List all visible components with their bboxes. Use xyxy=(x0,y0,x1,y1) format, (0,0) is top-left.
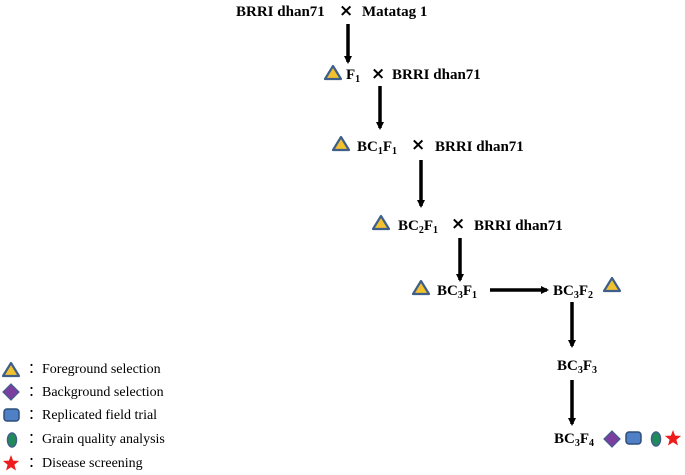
legend-star-icon xyxy=(2,455,20,471)
foreground-triangle-icon xyxy=(331,135,351,152)
foreground-triangle-icon xyxy=(323,64,343,81)
foreground-triangle-icon xyxy=(602,276,622,293)
foreground-triangle-icon xyxy=(371,214,391,231)
legend-diamond-icon xyxy=(2,383,20,401)
bc1f1-label: BC1F1 xyxy=(357,139,398,157)
bc2f1-label: BC2F1 xyxy=(398,218,439,236)
recurrent-parent-label: BRRI dhan71 xyxy=(392,67,481,83)
bc3f2-label: BC3F2 xyxy=(553,283,594,301)
legend-grain-quality-label: ：Grain quality analysis xyxy=(28,432,165,447)
legend-triangle-icon xyxy=(1,361,21,378)
foreground-triangle-icon xyxy=(411,279,431,296)
field-trial-rect-icon xyxy=(625,431,642,445)
background-diamond-icon xyxy=(603,430,621,448)
bc3f1-label: BC3F1 xyxy=(437,283,478,301)
recurrent-parent-label: BRRI dhan71 xyxy=(435,139,524,155)
legend-ellipse-icon xyxy=(6,432,18,448)
grain-quality-ellipse-icon xyxy=(650,431,662,447)
legend-foreground-label: ：Foreground selection xyxy=(28,362,161,377)
cross-symbol: × xyxy=(411,135,426,155)
recurrent-parent-label: BRRI dhan71 xyxy=(474,218,563,234)
cross-symbol: × xyxy=(339,1,354,21)
disease-star-icon xyxy=(664,430,682,446)
legend-disease-label: ：Disease screening xyxy=(28,456,143,471)
parent1-label: BRRI dhan71 xyxy=(236,4,325,20)
legend-field-trial-label: ：Replicated field trial xyxy=(28,408,158,423)
cross-symbol: × xyxy=(451,214,466,234)
legend-background-label: ：Background selection xyxy=(28,385,164,400)
parent2-label: Matatag 1 xyxy=(362,4,428,20)
bc3f4-label: BC3F4 xyxy=(554,431,595,449)
bc3f3-label: BC3F3 xyxy=(557,358,598,376)
f1-label: F1 xyxy=(346,67,361,85)
cross-symbol: × xyxy=(371,64,386,84)
legend-rect-icon xyxy=(3,408,20,422)
